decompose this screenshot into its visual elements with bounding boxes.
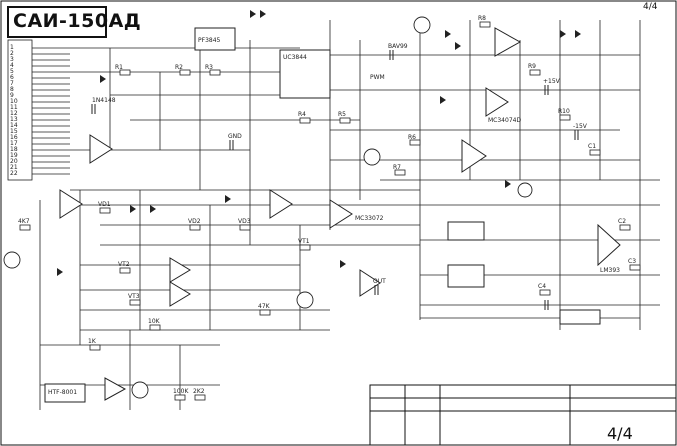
- resistors: [19, 21, 641, 401]
- connector-pin-number: 7: [10, 80, 14, 87]
- capacitors: [91, 50, 579, 310]
- component-label: VT3: [128, 293, 140, 300]
- component-label: BAV99: [388, 43, 408, 50]
- connector-pin-number: 17: [10, 140, 18, 147]
- component-label: GND: [228, 133, 242, 140]
- component-label: R4: [298, 111, 306, 118]
- title-block: [369, 384, 677, 446]
- opamp-label-2: MC34074D: [488, 117, 522, 124]
- component-label: R1: [115, 64, 123, 71]
- connector-pin-number: 1: [10, 44, 14, 51]
- component-label: R3: [205, 64, 213, 71]
- component-label: 1K: [88, 338, 96, 345]
- connector-pin-number: 4: [10, 62, 14, 69]
- component-label: VD2: [188, 218, 201, 225]
- component-label: 1N4148: [92, 97, 116, 104]
- optocoupler-label: HTF-8001: [48, 389, 78, 396]
- component-label: VT2: [118, 261, 130, 268]
- connector-pin-number: 9: [10, 92, 14, 99]
- component-label: R8: [478, 15, 486, 22]
- connector-pin-number: 14: [10, 122, 18, 129]
- page-number-top: 4/4: [643, 2, 658, 12]
- component-label: R6: [408, 134, 416, 141]
- transistors: [3, 16, 533, 399]
- component-label: 4K7: [18, 218, 30, 225]
- component-label: R5: [338, 111, 346, 118]
- component-label: 100K: [173, 388, 189, 395]
- component-label: C4: [538, 283, 547, 290]
- connector-pin-number: 19: [10, 152, 18, 159]
- pwm-label: PWM: [370, 74, 385, 81]
- component-label: R2: [175, 64, 183, 71]
- ic-blocks: [44, 27, 601, 403]
- connector-pin-number: 11: [10, 104, 18, 111]
- connector-pin-number: 20: [10, 158, 18, 165]
- connector-pin-number: 2: [10, 50, 14, 57]
- connector-pin-number: 10: [10, 98, 18, 105]
- component-label: 47K: [258, 303, 270, 310]
- connector-pin-number: 16: [10, 134, 18, 141]
- opamp-label-3: LM393: [600, 267, 620, 274]
- component-label: 2K2: [193, 388, 205, 395]
- connector-pin-number: 21: [10, 164, 18, 171]
- component-label: VD1: [98, 201, 111, 208]
- connector-pin-number: 12: [10, 110, 18, 117]
- component-label: R7: [393, 164, 401, 171]
- component-label: VD3: [238, 218, 251, 225]
- connector-pin-number: 8: [10, 86, 14, 93]
- component-label: R10: [558, 108, 570, 115]
- op-amps: [59, 27, 621, 401]
- connector-pin-number: 3: [10, 56, 14, 63]
- connector-pin-number: 15: [10, 128, 18, 135]
- ic-label-top: PF3845: [198, 37, 221, 44]
- page-number: 4/4: [607, 424, 633, 443]
- component-label: C2: [618, 218, 627, 225]
- opamp-label-1: MC33072: [355, 215, 384, 222]
- component-label: C1: [588, 143, 597, 150]
- component-label: 10K: [148, 318, 160, 325]
- component-label: OUT: [373, 278, 386, 285]
- schematic-title: САИ-150АД: [13, 10, 142, 32]
- connector-pin-number: 6: [10, 74, 14, 81]
- connector-pin-number: 13: [10, 116, 18, 123]
- diodes: [57, 10, 581, 276]
- component-label: R9: [528, 63, 536, 70]
- connector-pin-number: 18: [10, 146, 18, 153]
- title-box: САИ-150АД: [7, 6, 141, 38]
- component-label: +15V: [543, 78, 560, 85]
- connector-block: [7, 39, 70, 181]
- component-label: VT1: [298, 238, 310, 245]
- component-label: -15V: [573, 123, 587, 130]
- ic-label-left: UC3844: [283, 54, 307, 61]
- connector-pin-number: 5: [10, 68, 14, 75]
- component-label: C3: [628, 258, 637, 265]
- connector-pin-number: 22: [10, 170, 18, 177]
